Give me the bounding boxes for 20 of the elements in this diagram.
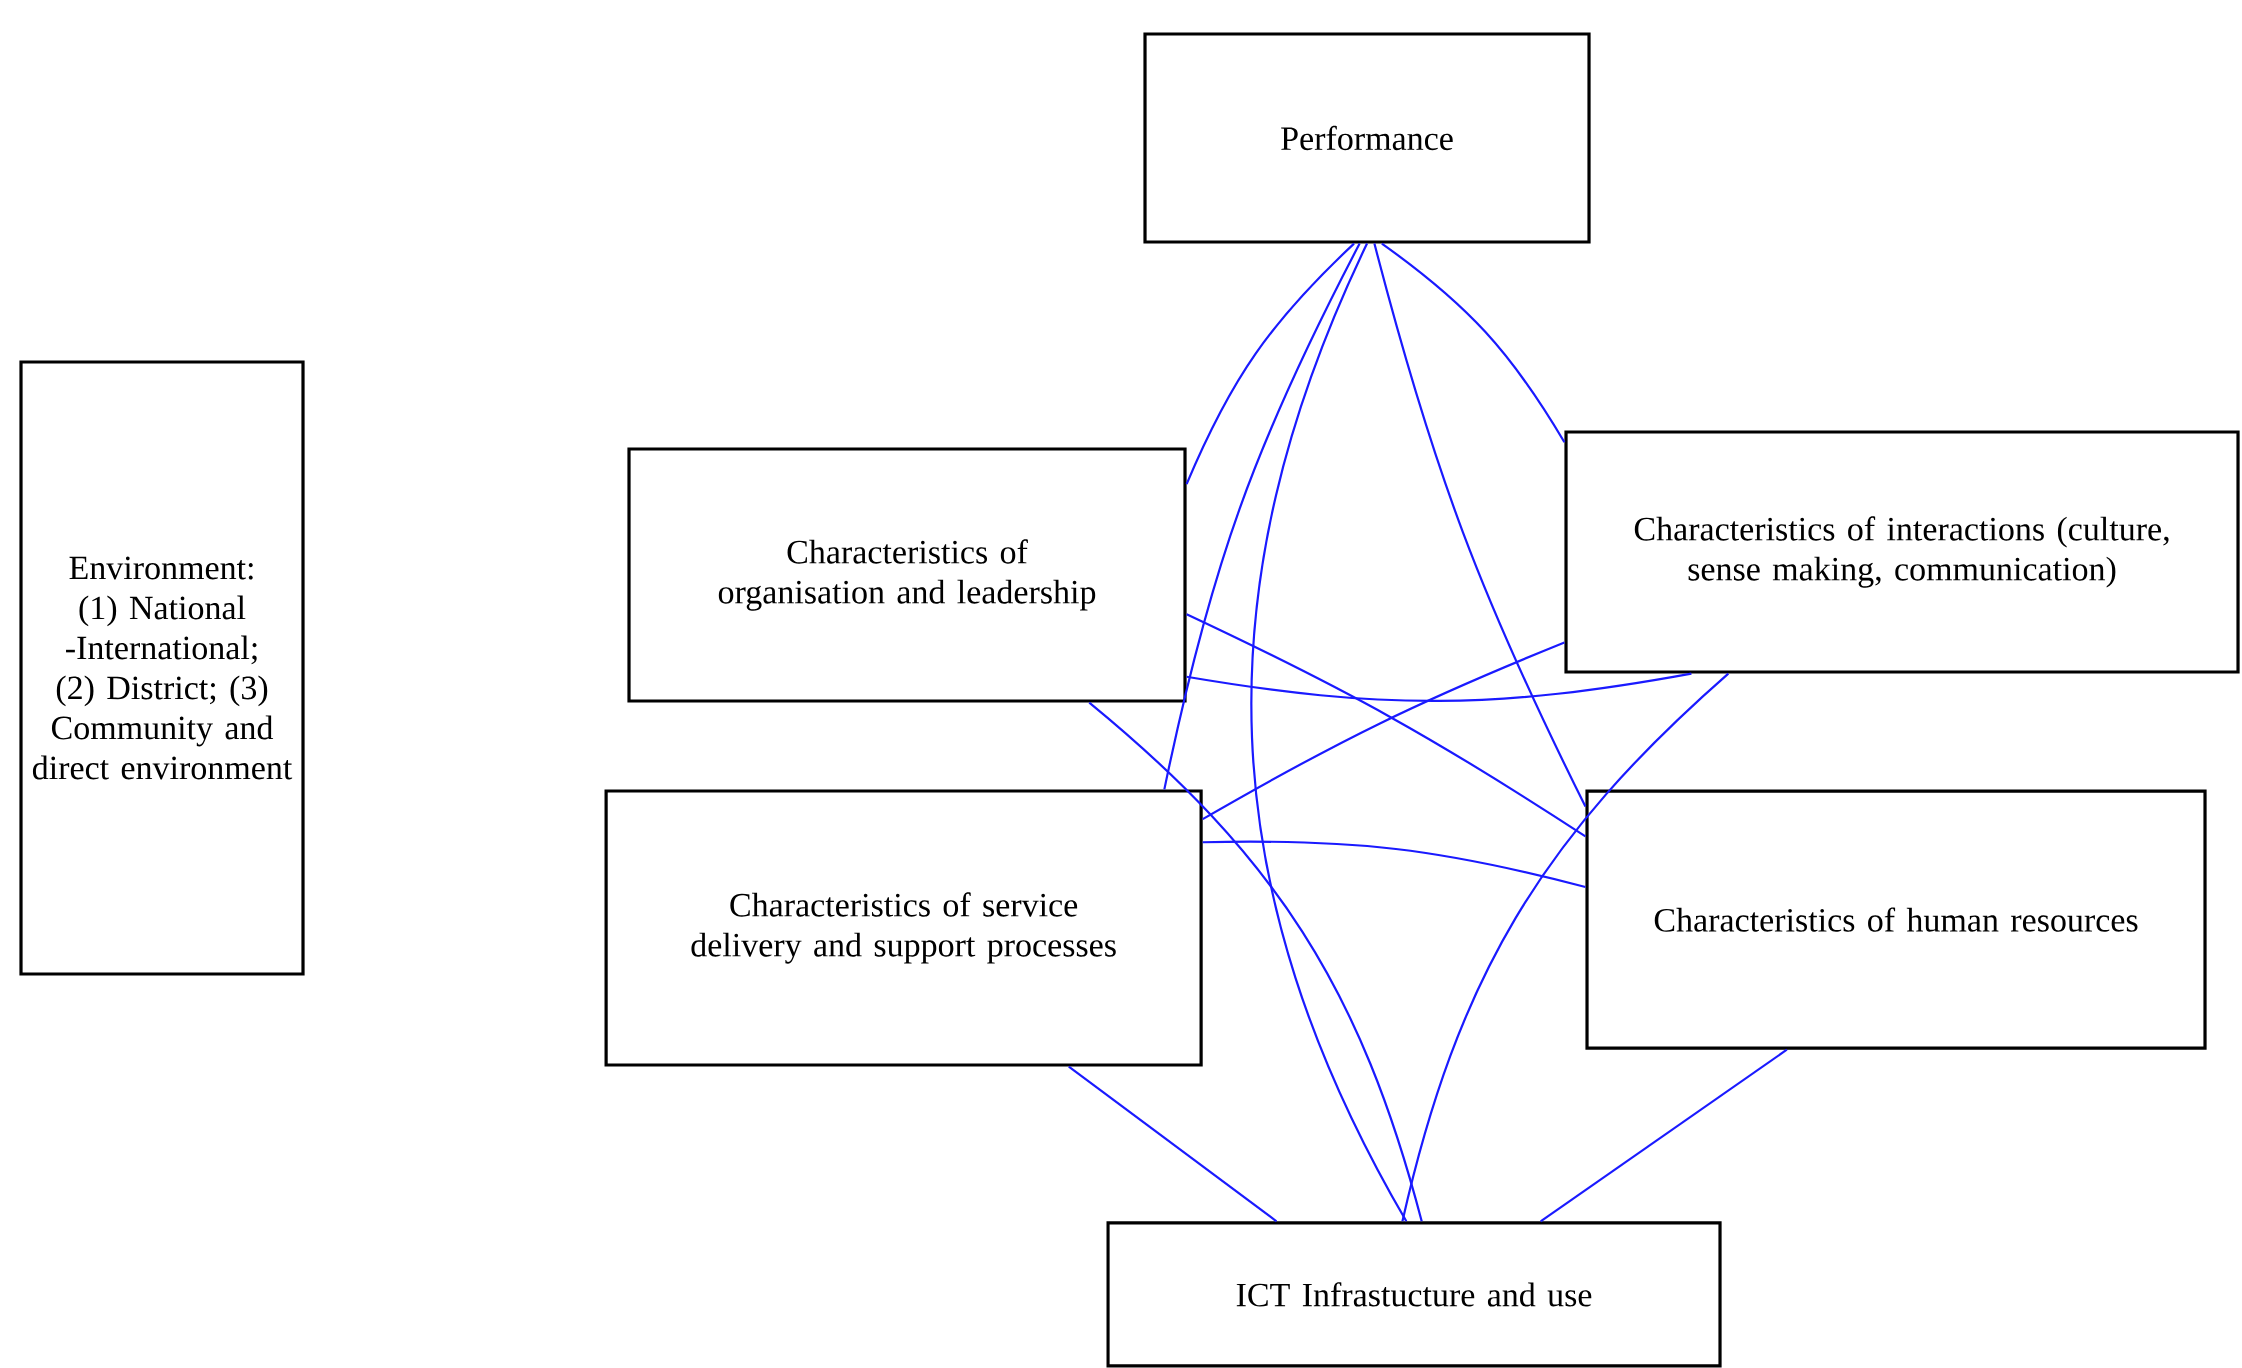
text-box: Characteristics of service delivery and support processes [604,789,1203,1067]
connector-line [1250,243,1408,1222]
text-box: Characteristics of human resources [1585,789,2207,1050]
connector-line [1202,840,1586,889]
connector-line [1373,243,1587,808]
text-box: Characteristics of interactions (culture, sense making, communication) [1564,430,2240,674]
connector-line [1186,672,1692,702]
connector-line [1401,672,1730,1222]
connector-line [1186,613,1586,838]
connector-line [1381,242,1566,443]
connector-line [1202,641,1565,821]
connector-line [1540,1048,1788,1223]
connector-line [1185,242,1355,485]
connector-line [1163,243,1361,790]
text-box: Characteristics of organisation and leadership [627,447,1187,703]
connector-line [1088,701,1423,1222]
connector-line [1068,1065,1278,1223]
text-box: Performance [1143,32,1591,244]
text-box: ICT Infrastucture and use [1106,1221,1722,1368]
text-box: Environment: (1) National -International; (2) District; (3) Community and direct environment [19,360,305,976]
